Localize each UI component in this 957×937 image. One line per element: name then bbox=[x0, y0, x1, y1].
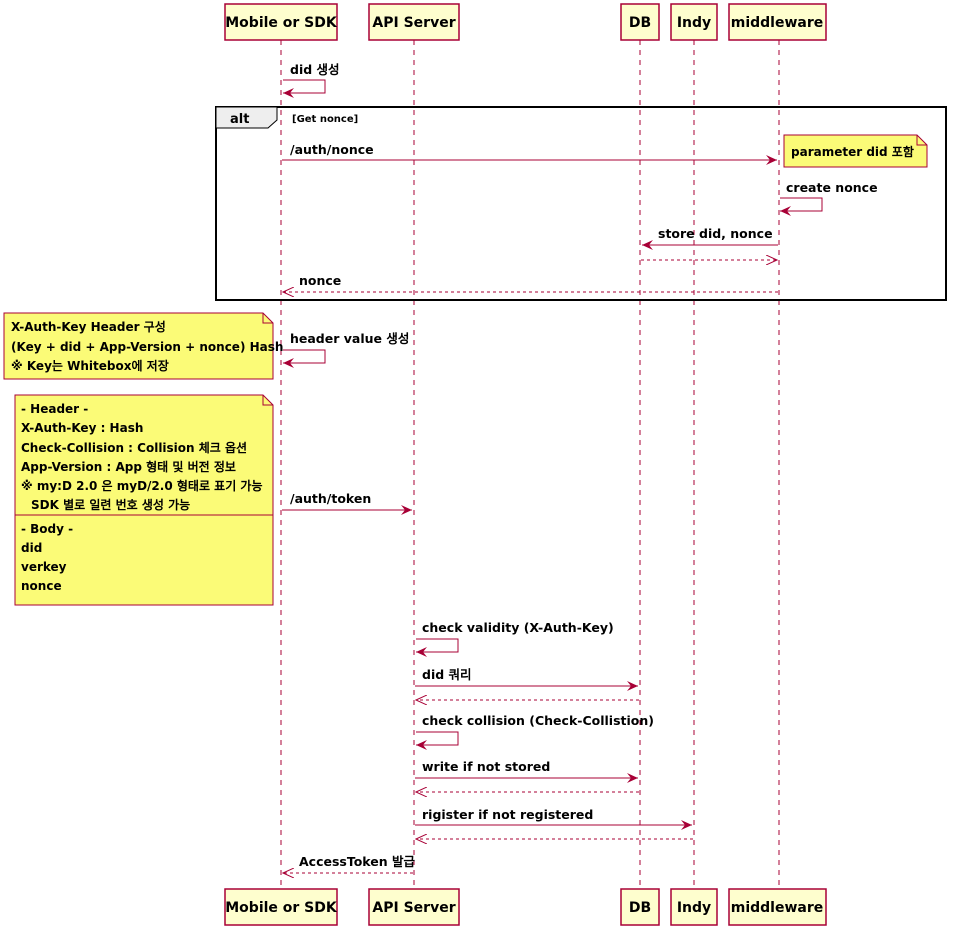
participant-db-top: DB bbox=[620, 3, 660, 41]
participant-label: middleware bbox=[731, 15, 824, 31]
participant-label: Mobile or SDK bbox=[225, 15, 338, 31]
message-label: rigister if not registered bbox=[422, 807, 593, 822]
note-line: ※ my:D 2.0 은 myD/2.0 형태로 표기 가능 bbox=[21, 478, 263, 493]
participant-label: Indy bbox=[677, 15, 711, 31]
message-check-collision: check collision (Check-Collistion) bbox=[416, 713, 654, 750]
note-line: - Header - bbox=[21, 402, 88, 416]
participant-middleware-top: middleware bbox=[728, 3, 827, 41]
alt-condition: [Get nonce] bbox=[292, 114, 358, 125]
message-header-value: header value 생성 bbox=[283, 331, 409, 368]
message-label: create nonce bbox=[786, 180, 878, 195]
message-did-query: did 쿼리 bbox=[415, 667, 638, 691]
alt-frame: alt [Get nonce] bbox=[215, 106, 947, 301]
note-line: ※ Key는 Whitebox에 저장 bbox=[11, 358, 169, 373]
note-line: - Body - bbox=[21, 522, 73, 536]
message-create-nonce: create nonce bbox=[780, 180, 878, 216]
note-line: X-Auth-Key Header 구성 bbox=[11, 320, 166, 334]
participant-label: middleware bbox=[731, 900, 824, 916]
message-did-create: did 생성 bbox=[283, 62, 340, 98]
note-token: - Header - X-Auth-Key : Hash Check-Colli… bbox=[14, 394, 274, 606]
participant-indy-bottom: Indy bbox=[670, 888, 718, 926]
participant-mobile-top: Mobile or SDK bbox=[224, 3, 338, 41]
message-label: /auth/token bbox=[290, 491, 371, 506]
message-label: store did, nonce bbox=[658, 226, 773, 241]
alt-keyword: alt bbox=[230, 112, 249, 127]
message-auth-nonce: /auth/nonce bbox=[282, 142, 777, 165]
note-text: parameter did 포함 bbox=[791, 144, 914, 159]
message-label: write if not stored bbox=[422, 759, 550, 774]
message-check-validity: check validity (X-Auth-Key) bbox=[416, 620, 614, 657]
message-auth-token: /auth/token bbox=[282, 491, 412, 515]
message-store-did-nonce: store did, nonce bbox=[642, 226, 778, 250]
note-parameter: parameter did 포함 bbox=[783, 134, 928, 168]
message-label: did 쿼리 bbox=[422, 667, 472, 682]
note-xauth: X-Auth-Key Header 구성 (Key + did + App-Ve… bbox=[3, 312, 283, 380]
participant-label: Mobile or SDK bbox=[225, 900, 338, 916]
participant-label: DB bbox=[629, 900, 651, 916]
participant-db-bottom: DB bbox=[620, 888, 660, 926]
message-label: AccessToken 발급 bbox=[299, 854, 416, 869]
message-access-token: AccessToken 발급 bbox=[283, 854, 416, 873]
participant-mobile-bottom: Mobile or SDK bbox=[224, 888, 338, 926]
participant-label: DB bbox=[629, 15, 651, 31]
participant-label: API Server bbox=[372, 15, 455, 31]
message-label: check collision (Check-Collistion) bbox=[422, 713, 654, 728]
note-line: SDK 별로 일련 번호 생성 가능 bbox=[31, 497, 190, 512]
message-label: header value 생성 bbox=[290, 331, 409, 346]
note-line: nonce bbox=[21, 579, 62, 593]
note-line: X-Auth-Key : Hash bbox=[21, 421, 143, 435]
message-label: /auth/nonce bbox=[290, 142, 374, 157]
message-label: did 생성 bbox=[290, 62, 340, 77]
note-line: Check-Collision : Collision 체크 옵션 bbox=[21, 440, 247, 455]
note-line: App-Version : App 형태 및 버전 정보 bbox=[21, 459, 236, 474]
note-line: verkey bbox=[21, 560, 67, 574]
note-line: (Key + did + App-Version + nonce) Hash bbox=[11, 340, 283, 354]
participant-indy-top: Indy bbox=[670, 3, 718, 41]
participant-api-bottom: API Server bbox=[368, 888, 460, 926]
message-nonce-return: nonce bbox=[283, 273, 778, 292]
message-write-if-not-stored: write if not stored bbox=[415, 759, 638, 783]
participant-api-top: API Server bbox=[368, 3, 460, 41]
message-label: check validity (X-Auth-Key) bbox=[422, 620, 614, 635]
participant-label: Indy bbox=[677, 900, 711, 916]
note-line: did bbox=[21, 541, 42, 555]
participant-label: API Server bbox=[372, 900, 455, 916]
message-register: rigister if not registered bbox=[415, 807, 692, 830]
message-label: nonce bbox=[299, 273, 341, 288]
participant-middleware-bottom: middleware bbox=[728, 888, 827, 926]
